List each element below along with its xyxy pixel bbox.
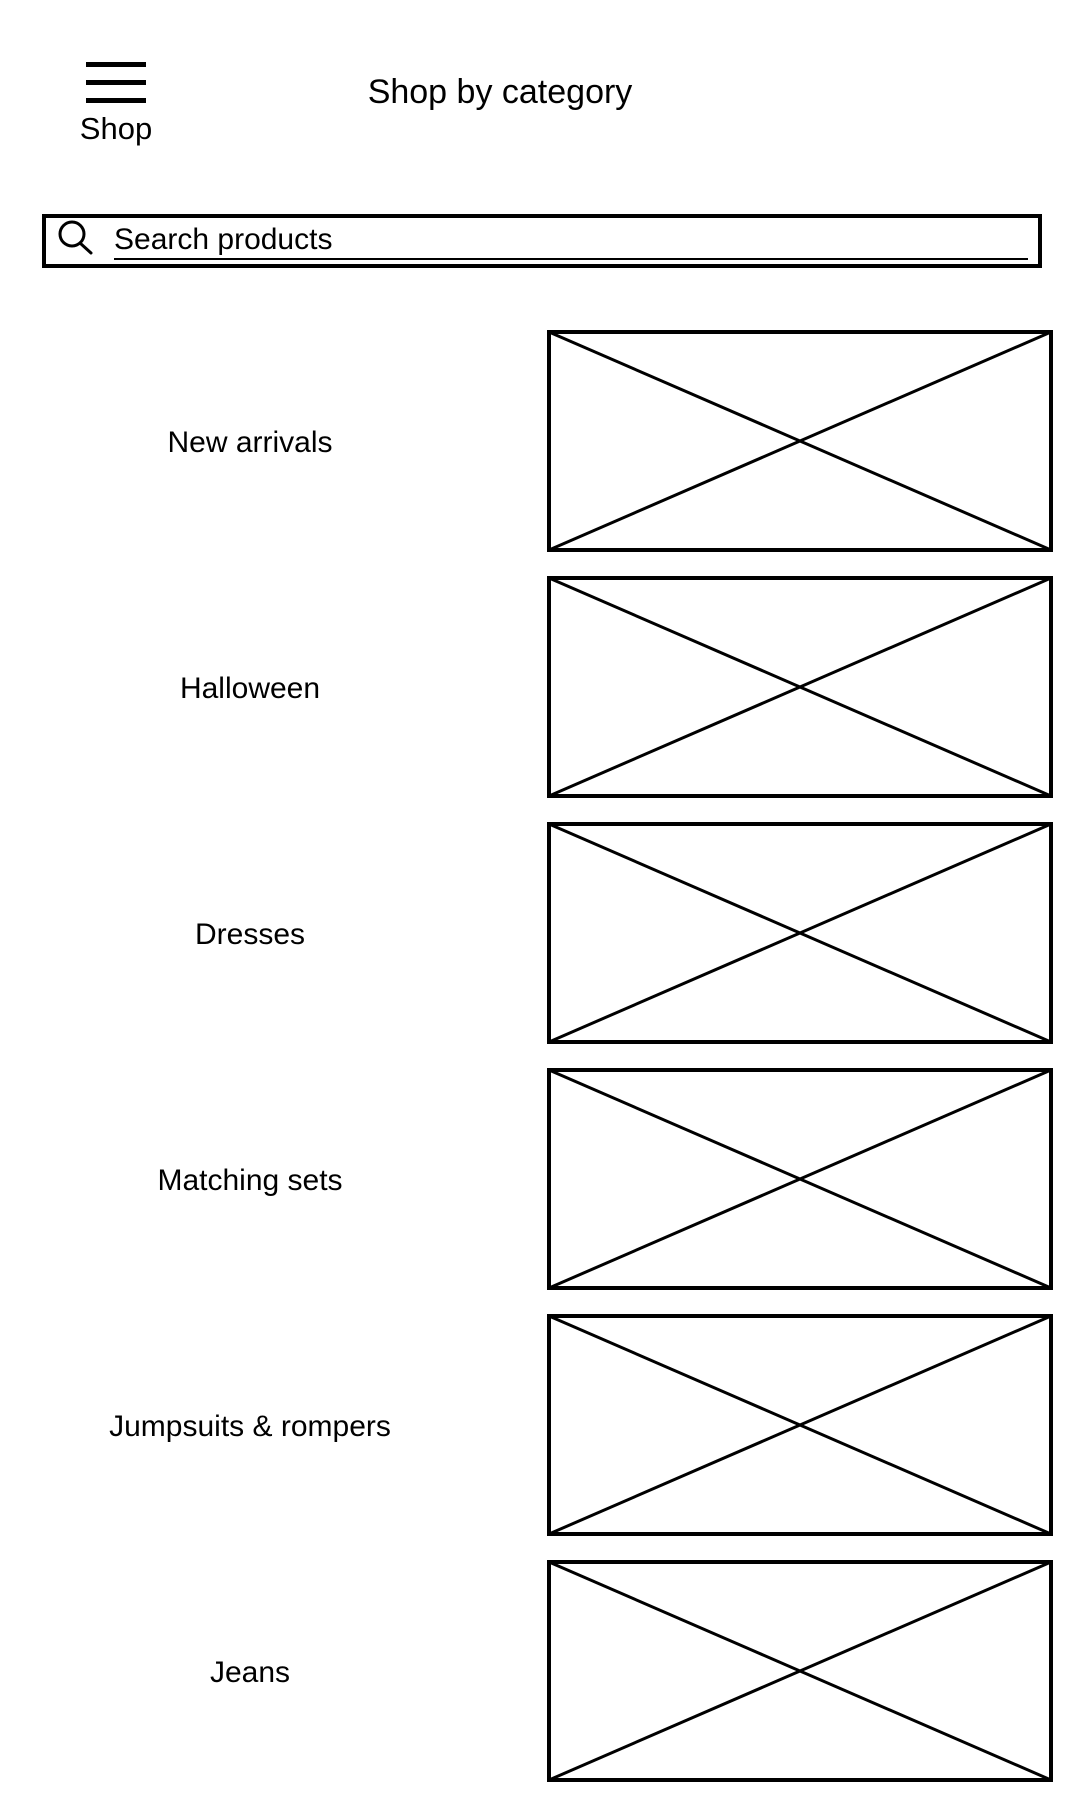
- category-label: Jumpsuits & rompers: [109, 1410, 391, 1443]
- image-placeholder[interactable]: [547, 1314, 1053, 1536]
- page-title: Shop by category: [367, 73, 633, 111]
- category-item-jeans[interactable]: Jeans: [0, 1560, 1080, 1806]
- category-item-matching-sets[interactable]: Matching sets: [0, 1068, 1080, 1314]
- category-label: Jeans: [209, 1656, 291, 1689]
- menu-button[interactable]: Shop: [70, 55, 162, 150]
- image-placeholder[interactable]: [547, 1068, 1053, 1290]
- category-label: Matching sets: [157, 1164, 343, 1197]
- search-icon[interactable]: [54, 219, 98, 259]
- category-label: Dresses: [194, 918, 306, 951]
- category-item-dresses[interactable]: Dresses: [0, 822, 1080, 1068]
- image-placeholder[interactable]: [547, 1560, 1053, 1782]
- category-item-new-arrivals[interactable]: New arrivals: [0, 330, 1080, 576]
- image-placeholder[interactable]: [547, 330, 1053, 552]
- category-list: New arrivals Halloween Dresses Matching …: [0, 330, 1080, 1806]
- image-placeholder[interactable]: [547, 822, 1053, 1044]
- category-label: New arrivals: [167, 426, 333, 459]
- search-bar[interactable]: [42, 214, 1042, 268]
- category-item-halloween[interactable]: Halloween: [0, 576, 1080, 822]
- hamburger-icon[interactable]: [86, 62, 146, 104]
- category-label: Halloween: [179, 672, 321, 705]
- category-item-jumpsuits-rompers[interactable]: Jumpsuits & rompers: [0, 1314, 1080, 1560]
- menu-label: Shop: [79, 111, 153, 146]
- search-input[interactable]: [114, 222, 1028, 260]
- image-placeholder[interactable]: [547, 576, 1053, 798]
